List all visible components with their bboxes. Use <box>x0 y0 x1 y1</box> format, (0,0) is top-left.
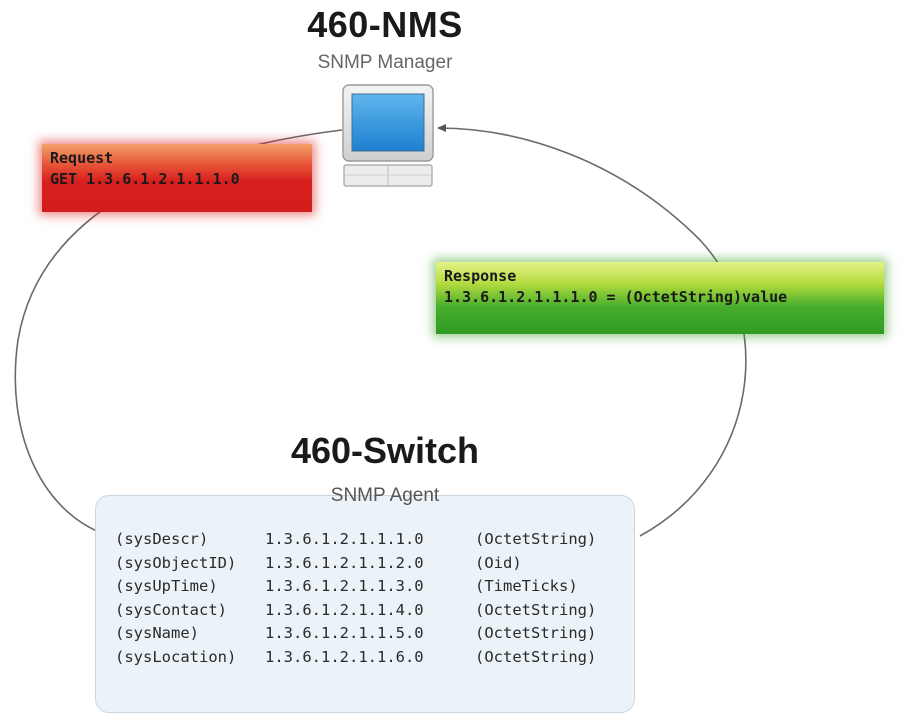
mib-name: (sysDescr) <box>115 530 209 548</box>
agent-title: 460-Switch <box>290 430 480 471</box>
manager-title: 460-NMS <box>307 4 463 45</box>
mib-type: (OctetString) <box>475 624 597 642</box>
manager-subtitle: SNMP Manager <box>317 52 453 73</box>
mib-table: (sysDescr) 1.3.6.1.2.1.1.1.0 (OctetStrin… <box>115 528 596 669</box>
response-heading: Response <box>444 267 517 285</box>
mib-row: (sysLocation) 1.3.6.1.2.1.1.6.0 (OctetSt… <box>115 646 596 670</box>
mib-name: (sysName) <box>115 624 199 642</box>
mib-row: (sysUpTime) 1.3.6.1.2.1.1.3.0 (TimeTicks… <box>115 575 596 599</box>
mib-row: (sysName) 1.3.6.1.2.1.1.5.0 (OctetString… <box>115 622 596 646</box>
mib-name: (sysObjectID) <box>115 553 237 572</box>
request-message: Request GET 1.3.6.1.2.1.1.1.0 <box>42 144 312 212</box>
mib-oid: 1.3.6.1.2.1.1.2.0 <box>265 553 424 572</box>
computer-icon <box>342 84 434 187</box>
agent-panel <box>95 495 635 713</box>
agent-subtitle: SNMP Agent <box>330 485 440 506</box>
mib-row: (sysContact) 1.3.6.1.2.1.1.4.0 (OctetStr… <box>115 599 596 623</box>
mib-type: (OctetString) <box>475 530 597 548</box>
mib-oid: 1.3.6.1.2.1.1.4.0 <box>265 600 424 619</box>
mib-oid: 1.3.6.1.2.1.1.5.0 <box>265 624 424 642</box>
mib-type: (OctetString) <box>475 647 597 666</box>
mib-oid: 1.3.6.1.2.1.1.1.0 <box>265 530 424 548</box>
mib-row: (sysDescr) 1.3.6.1.2.1.1.1.0 (OctetStrin… <box>115 528 596 552</box>
response-arrow <box>437 124 747 537</box>
mib-oid: 1.3.6.1.2.1.1.3.0 <box>265 577 424 595</box>
mib-type: (Oid) <box>475 553 522 572</box>
mib-oid: 1.3.6.1.2.1.1.6.0 <box>265 647 424 666</box>
request-command: GET 1.3.6.1.2.1.1.1.0 <box>50 170 240 188</box>
request-heading: Request <box>50 149 114 167</box>
mib-name: (sysUpTime) <box>115 577 218 595</box>
response-message: Response 1.3.6.1.2.1.1.1.0 = (OctetStrin… <box>436 262 884 334</box>
response-body: 1.3.6.1.2.1.1.1.0 = (OctetString)value <box>444 288 788 306</box>
mib-type: (TimeTicks) <box>475 577 578 595</box>
mib-type: (OctetString) <box>475 600 597 619</box>
mib-name: (sysContact) <box>115 600 227 619</box>
mib-name: (sysLocation) <box>115 647 237 666</box>
mib-row: (sysObjectID) 1.3.6.1.2.1.1.2.0 (Oid) <box>115 552 596 576</box>
